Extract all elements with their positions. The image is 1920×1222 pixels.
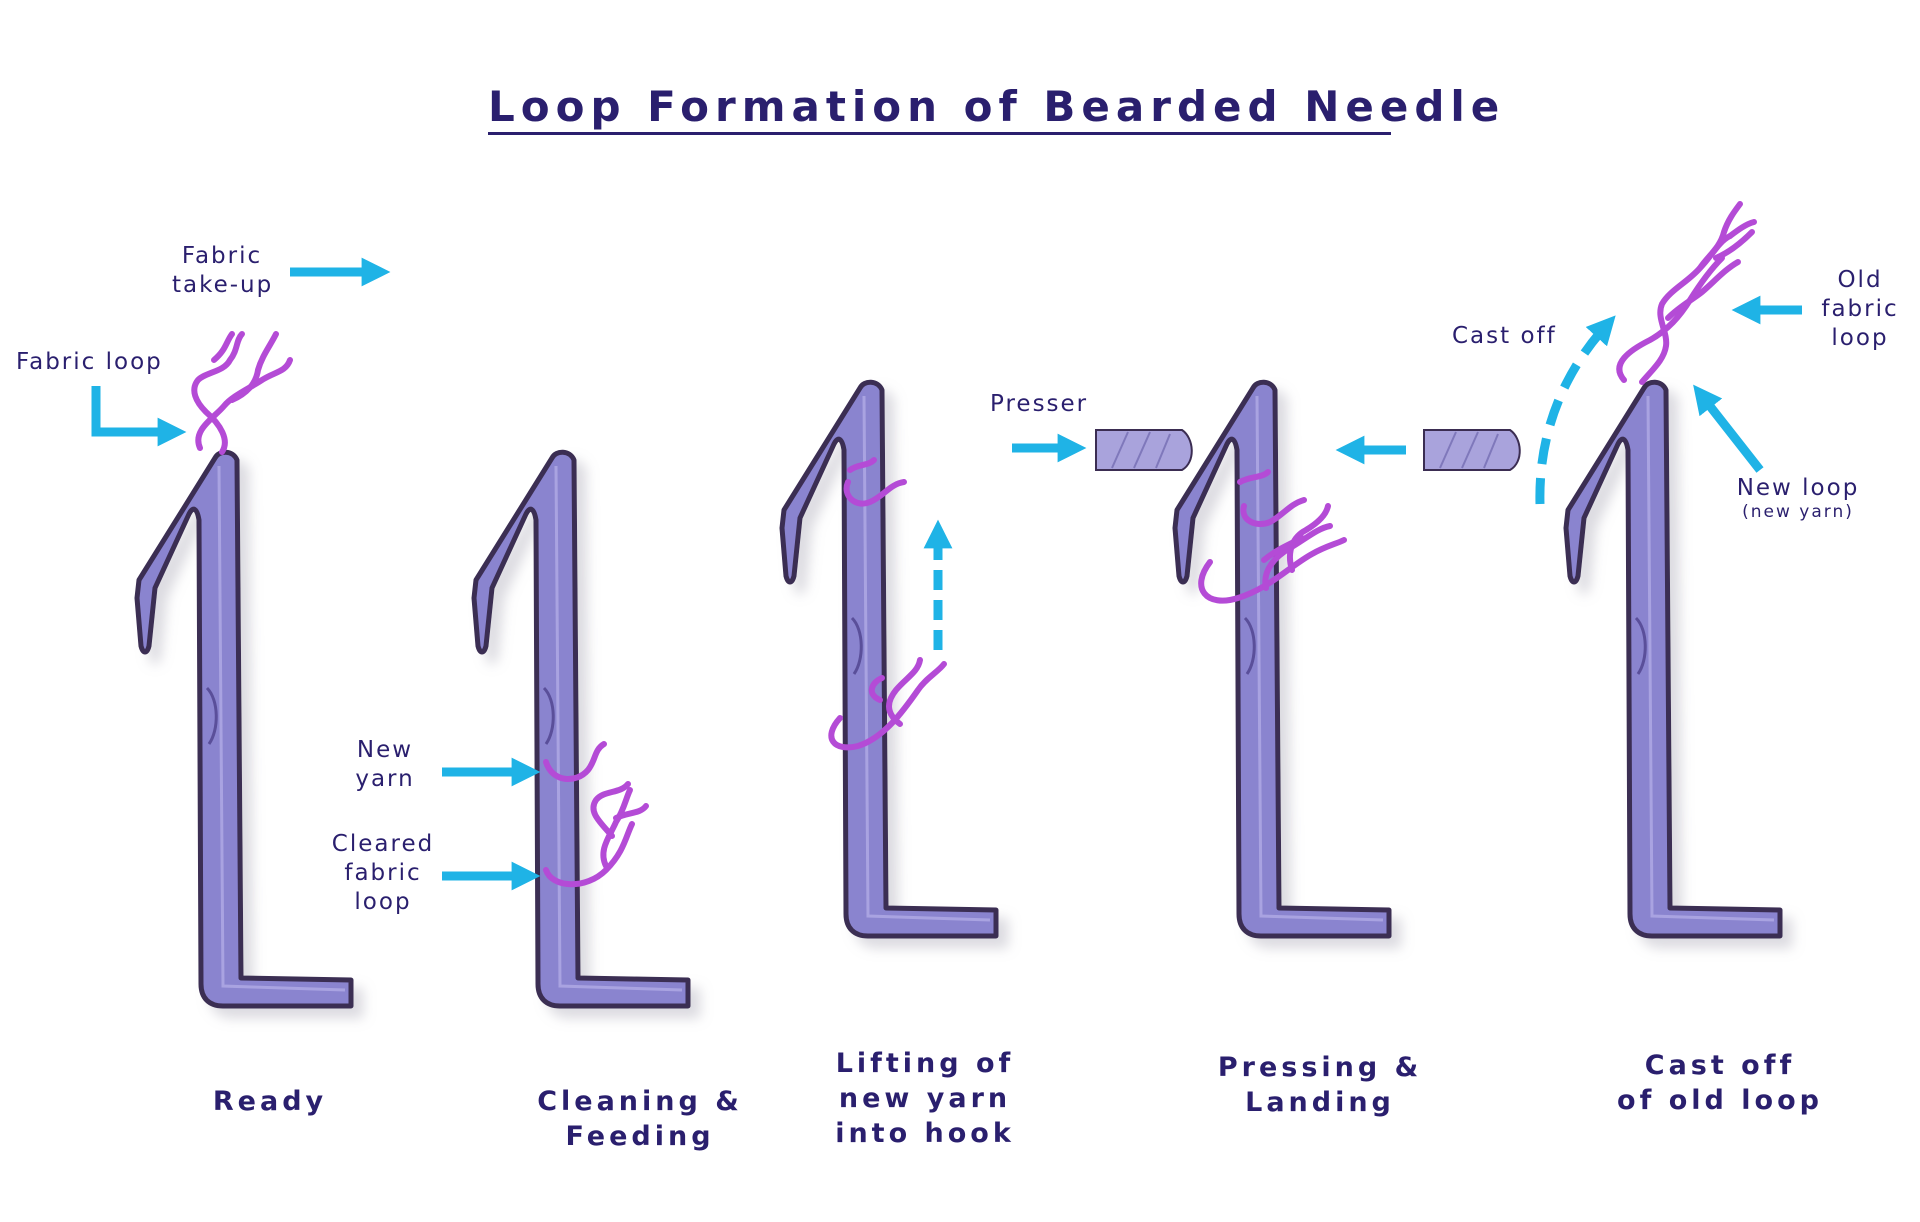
- new-loop-sublabel: (new yarn): [1742, 502, 1854, 522]
- fabric-loop-yarn-2: [191, 331, 245, 455]
- fabric-loop-yarn-4: [211, 331, 235, 363]
- cleared-loop-yarn: [543, 821, 635, 888]
- arrow-diagonal-icon: [1693, 384, 1764, 473]
- presser-block-1: [1095, 429, 1193, 471]
- new-yarn-line-2: yarn: [355, 766, 415, 792]
- new-yarn-line-1: New: [356, 737, 414, 763]
- caption-stage-4-line-1: Pressing &: [1217, 1052, 1423, 1083]
- needle-stage-5: [1566, 382, 1780, 936]
- cleared-fabric-loop-label: Cleared fabric loop: [326, 830, 440, 917]
- cleared-loop-yarn-3: [590, 781, 631, 839]
- caption-stage-1-line-1: Ready: [212, 1086, 328, 1117]
- fabric-takeup-label: Fabric take-up: [172, 242, 272, 300]
- lifted-yarn: [843, 479, 907, 507]
- caption-stage-2-line-1: Cleaning &: [537, 1086, 743, 1117]
- cleared-line-2: fabric: [344, 860, 422, 886]
- cast-off-yarn-4: [1697, 201, 1743, 271]
- presser-block-2: [1423, 429, 1521, 471]
- new-loop-label: New loop: [1736, 475, 1860, 501]
- caption-stage-3-line-1: Lifting of: [835, 1048, 1015, 1079]
- presser-label: Presser: [990, 391, 1089, 417]
- landing-loop-yarn-3: [1286, 503, 1331, 573]
- fabric-takeup-line-1: Fabric: [181, 243, 263, 269]
- caption-stage-5-line-2: of old loop: [1617, 1085, 1823, 1116]
- cleared-loop-yarn-2: [600, 787, 633, 869]
- old-fabric-line-1: Old: [1837, 267, 1883, 293]
- cast-off-yarn-3: [1665, 259, 1741, 321]
- title-underline: [488, 132, 1391, 135]
- old-fabric-line-2: fabric: [1821, 296, 1899, 322]
- caption-stage-5: Cast off of old loop: [1580, 1048, 1860, 1118]
- needle-stage-1: [137, 452, 351, 1006]
- old-fabric-loop-label: Old fabric loop: [1812, 266, 1908, 353]
- landing-loop-yarn: [1198, 537, 1347, 604]
- needle-stage-4: [1175, 382, 1389, 936]
- caption-stage-4: Pressing & Landing: [1190, 1050, 1450, 1120]
- cast-off-yarn-6: [1727, 219, 1757, 239]
- new-yarn-label: New yarn: [350, 736, 420, 794]
- fabric-loop-label: Fabric loop: [16, 349, 163, 375]
- caption-stage-2-line-2: Feeding: [565, 1121, 715, 1152]
- lifting-loop-yarn: [828, 661, 947, 751]
- fabric-loop-yarn-3: [229, 331, 279, 403]
- caption-stage-1: Ready: [160, 1084, 380, 1119]
- elbow-arrow-icon: [91, 386, 187, 447]
- cleared-line-1: Cleared: [331, 831, 435, 857]
- caption-stage-2: Cleaning & Feeding: [510, 1084, 770, 1154]
- cast-off-yarn-5: [1713, 229, 1755, 261]
- lifting-loop-yarn-2: [886, 657, 923, 727]
- lifted-yarn-2: [847, 457, 877, 473]
- old-fabric-line-3: loop: [1831, 325, 1889, 351]
- cast-off-yarn-1: [1616, 255, 1725, 383]
- arrows: [91, 257, 1802, 891]
- cast-off-label: Cast off: [1452, 323, 1557, 349]
- cleared-line-3: loop: [354, 889, 412, 915]
- new-yarn-yarn: [543, 741, 607, 782]
- pressed-yarn: [1240, 497, 1307, 527]
- page-title: Loop Formation of Bearded Needle: [488, 82, 1506, 131]
- needle-stage-2: [474, 452, 688, 1006]
- pressed-yarn-2: [1237, 469, 1271, 485]
- caption-stage-4-line-2: Landing: [1245, 1087, 1395, 1118]
- caption-stage-3-line-3: into hook: [835, 1118, 1015, 1149]
- caption-stage-3-line-2: new yarn: [838, 1083, 1012, 1114]
- yarn-loops: [191, 201, 1757, 888]
- caption-stage-5-line-1: Cast off: [1644, 1050, 1796, 1081]
- fabric-takeup-line-2: take-up: [172, 272, 274, 298]
- landing-loop-yarn-4: [1261, 535, 1305, 563]
- needle-stage-3: [782, 382, 996, 936]
- caption-stage-3: Lifting of new yarn into hook: [800, 1046, 1050, 1151]
- dashed-curved-arrow-icon: [1535, 315, 1616, 505]
- cleared-loop-yarn-4: [613, 803, 649, 821]
- lifting-loop-yarn-3: [868, 675, 885, 703]
